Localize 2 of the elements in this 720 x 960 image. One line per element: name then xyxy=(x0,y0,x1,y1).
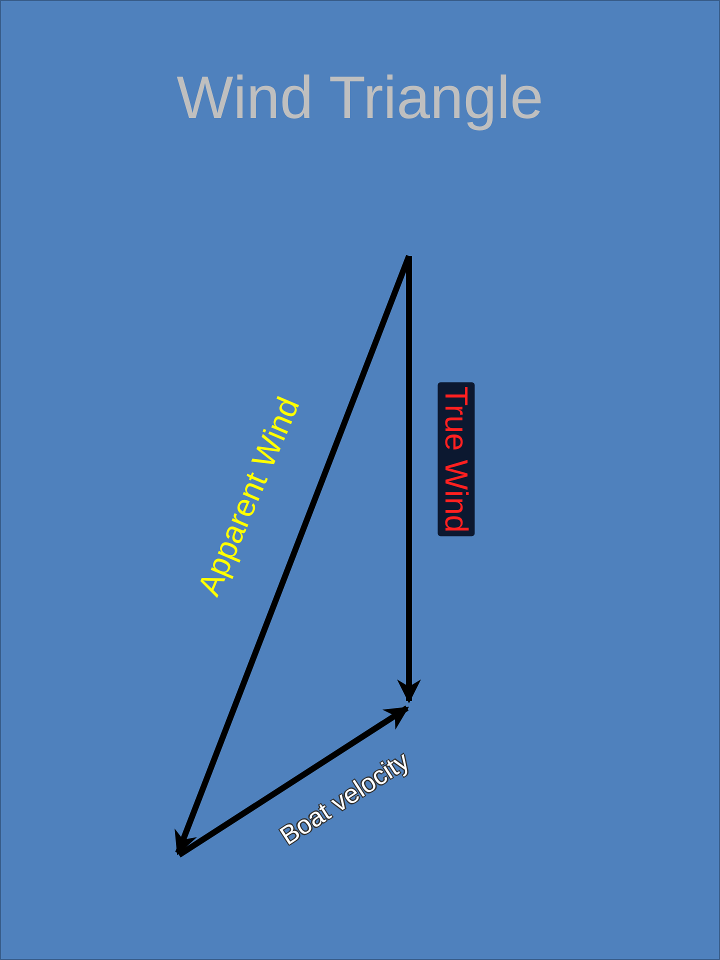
title: Wind Triangle xyxy=(176,64,544,131)
true-wind-label: True Wind xyxy=(438,382,475,536)
